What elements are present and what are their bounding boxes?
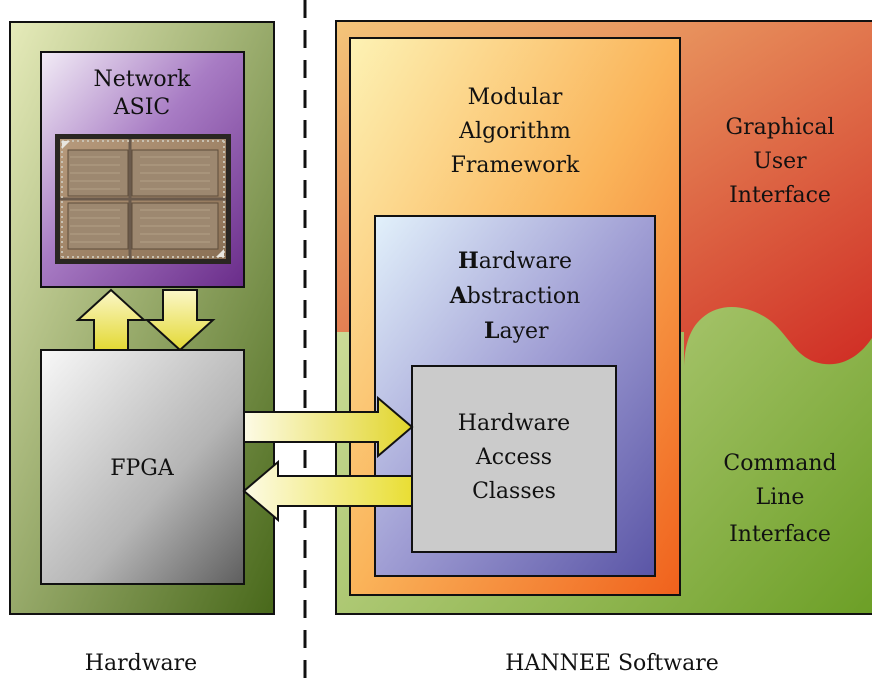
gui-label-line1: Graphical <box>726 115 835 140</box>
cli-label-line3: Interface <box>729 522 831 547</box>
hal-rest-abstraction: bstraction <box>467 284 580 309</box>
network-asic-label-line2: ASIC <box>113 95 170 120</box>
fpga-label: FPGA <box>110 456 175 481</box>
modular-framework-label-line1: Modular <box>468 85 563 110</box>
caption-hardware: Hardware <box>85 651 197 676</box>
hac-label-line2: Access <box>475 445 552 470</box>
software-panel-border <box>335 20 872 615</box>
cli-label-line2: Line <box>756 485 805 510</box>
hal-rest-hardware: ardware <box>479 249 572 274</box>
hac-label-line3: Classes <box>472 479 556 504</box>
hal-initial-l: L <box>484 318 499 344</box>
caption-software: HANNEE Software <box>505 651 718 676</box>
hac-box <box>411 365 617 553</box>
arrow-down-asic-to-fpga <box>144 289 216 352</box>
network-asic-label-line1: Network <box>93 67 191 92</box>
gui-label-line3: Interface <box>729 183 831 208</box>
hal-label-line1: Hardware <box>458 248 572 274</box>
hal-rest-layer: ayer <box>499 319 549 344</box>
fpga-box <box>40 349 245 585</box>
asic-chip-image <box>55 134 231 264</box>
hal-initial-h: H <box>458 248 479 274</box>
cli-label-line1: Command <box>723 451 836 476</box>
arrow-up-fpga-to-asic <box>75 288 147 351</box>
modular-framework-label-line2: Algorithm <box>458 119 571 144</box>
gui-label-line2: User <box>753 149 807 174</box>
arrow-hac-to-fpga <box>242 459 413 523</box>
hal-label-line2: Abstraction <box>449 283 581 309</box>
arrow-fpga-to-hac <box>243 395 414 459</box>
hal-initial-a: A <box>449 283 468 309</box>
modular-framework-label-line3: Framework <box>451 153 580 178</box>
hal-label-line3: Layer <box>484 318 549 344</box>
hac-label-line1: Hardware <box>458 411 570 436</box>
